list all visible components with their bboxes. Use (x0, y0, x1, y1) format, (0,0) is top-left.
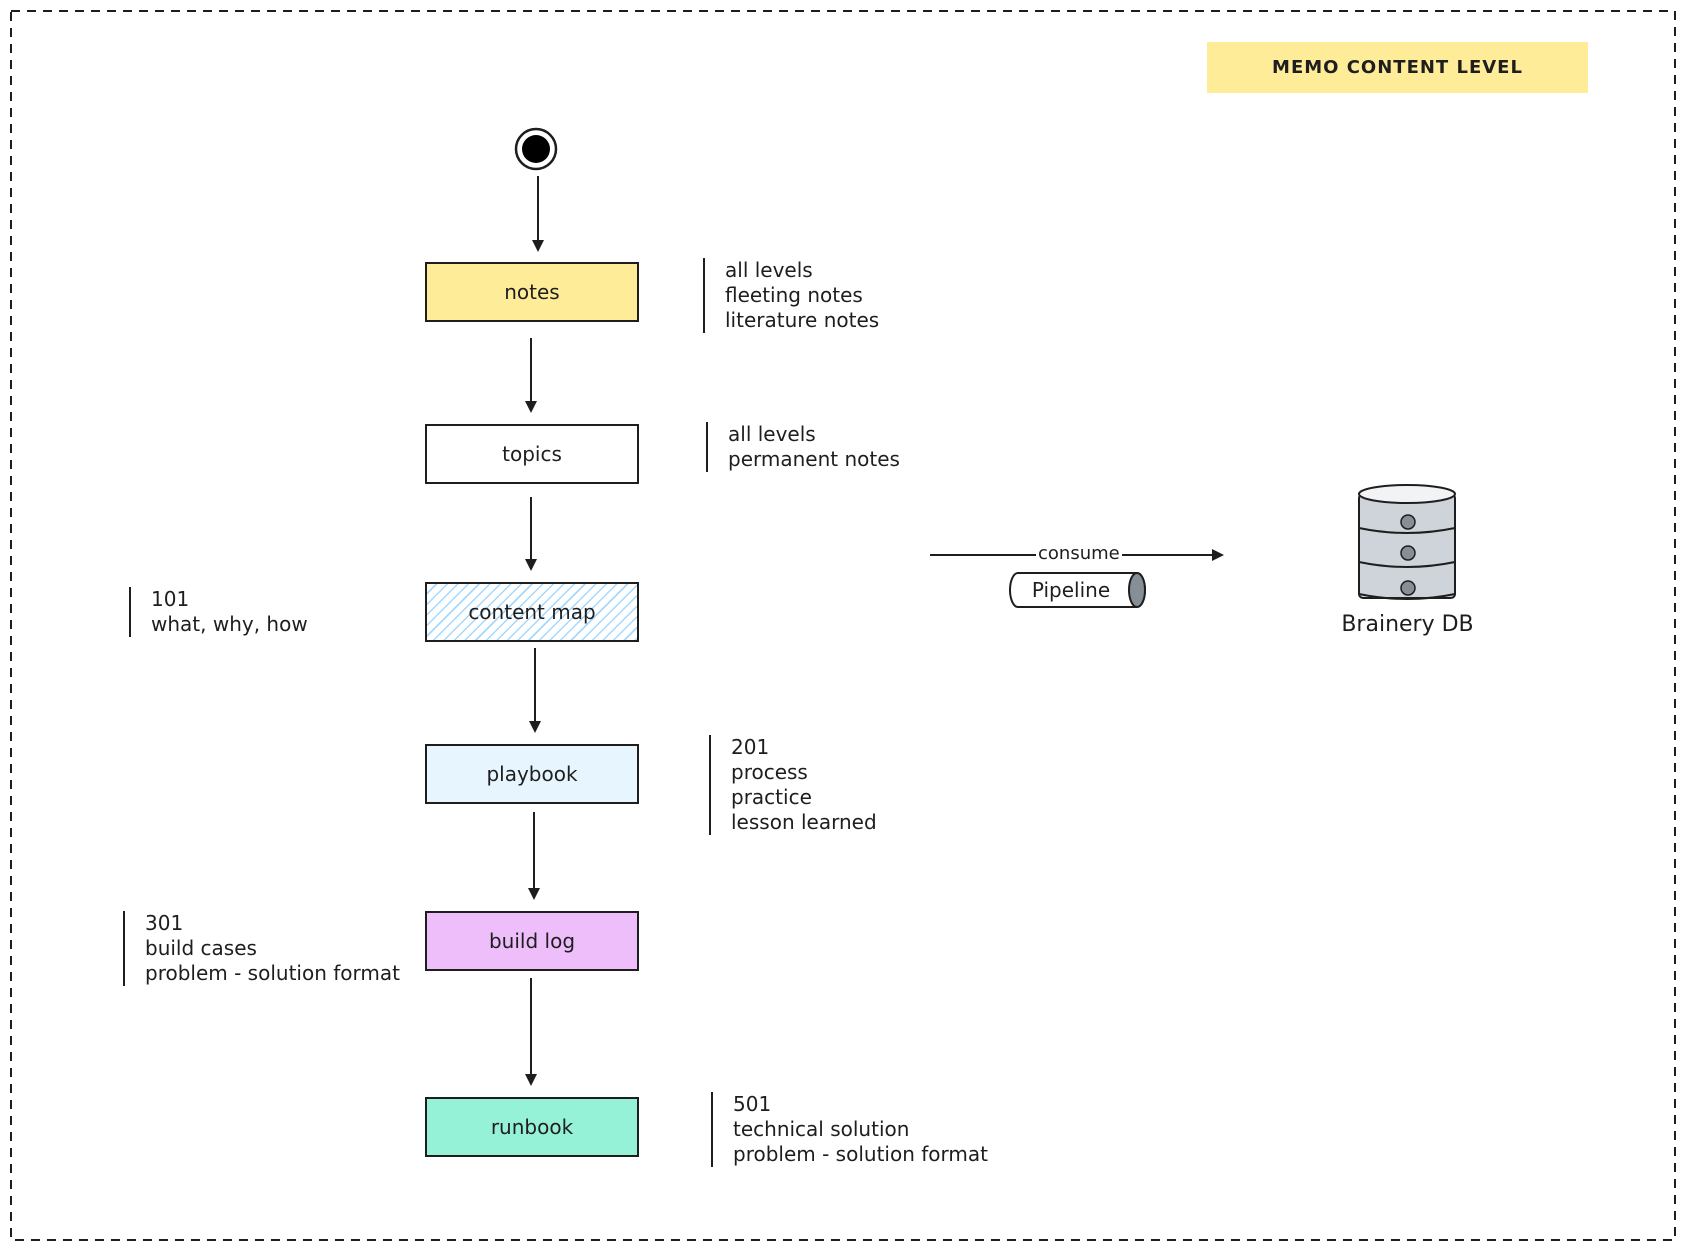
node-topics: topics (425, 424, 639, 484)
annotation-line: build cases (145, 936, 257, 960)
node-playbook: playbook (425, 744, 639, 804)
annotation-line: 501 (733, 1092, 772, 1116)
annotation-line: 201 (731, 735, 770, 759)
annotation-line: lesson learned (731, 810, 877, 834)
annotation-topics: all levels permanent notes (706, 422, 900, 472)
annotation-line: 301 (145, 911, 184, 935)
annotation-line: problem - solution format (733, 1142, 988, 1166)
annotation-line: permanent notes (728, 447, 900, 471)
annotation-line: all levels (725, 258, 813, 282)
start-node (514, 127, 558, 171)
node-notes: notes (425, 262, 639, 322)
node-build-log: build log (425, 911, 639, 971)
consume-label: consume (1036, 543, 1122, 564)
node-content-map: content map (425, 582, 639, 642)
annotation-notes: all levels fleeting notes literature not… (703, 258, 879, 333)
annotation-line: process (731, 760, 808, 784)
annotation-line: literature notes (725, 308, 880, 332)
pipeline-label: Pipeline (1031, 578, 1111, 602)
annotation-line: fleeting notes (725, 283, 863, 307)
database-icon (1358, 484, 1456, 600)
annotation-line: practice (731, 785, 812, 809)
annotation-content-map: 101 what, why, how (129, 587, 308, 637)
annotation-line: all levels (728, 422, 816, 446)
annotation-line: what, why, how (151, 612, 308, 636)
node-runbook: runbook (425, 1097, 639, 1157)
annotation-line: technical solution (733, 1117, 910, 1141)
annotation-line: problem - solution format (145, 961, 400, 985)
database-label: Brainery DB (1341, 612, 1474, 637)
pipe-icon (1009, 572, 1146, 608)
annotation-build-log: 301 build cases problem - solution forma… (123, 911, 400, 986)
pipeline-component: Pipeline (1008, 571, 1148, 609)
diagram-frame (10, 10, 1676, 1241)
title-banner: MEMO CONTENT LEVEL (1207, 42, 1588, 93)
annotation-line: 101 (151, 587, 190, 611)
annotation-playbook: 201 process practice lesson learned (709, 735, 877, 835)
annotation-runbook: 501 technical solution problem - solutio… (711, 1092, 988, 1167)
